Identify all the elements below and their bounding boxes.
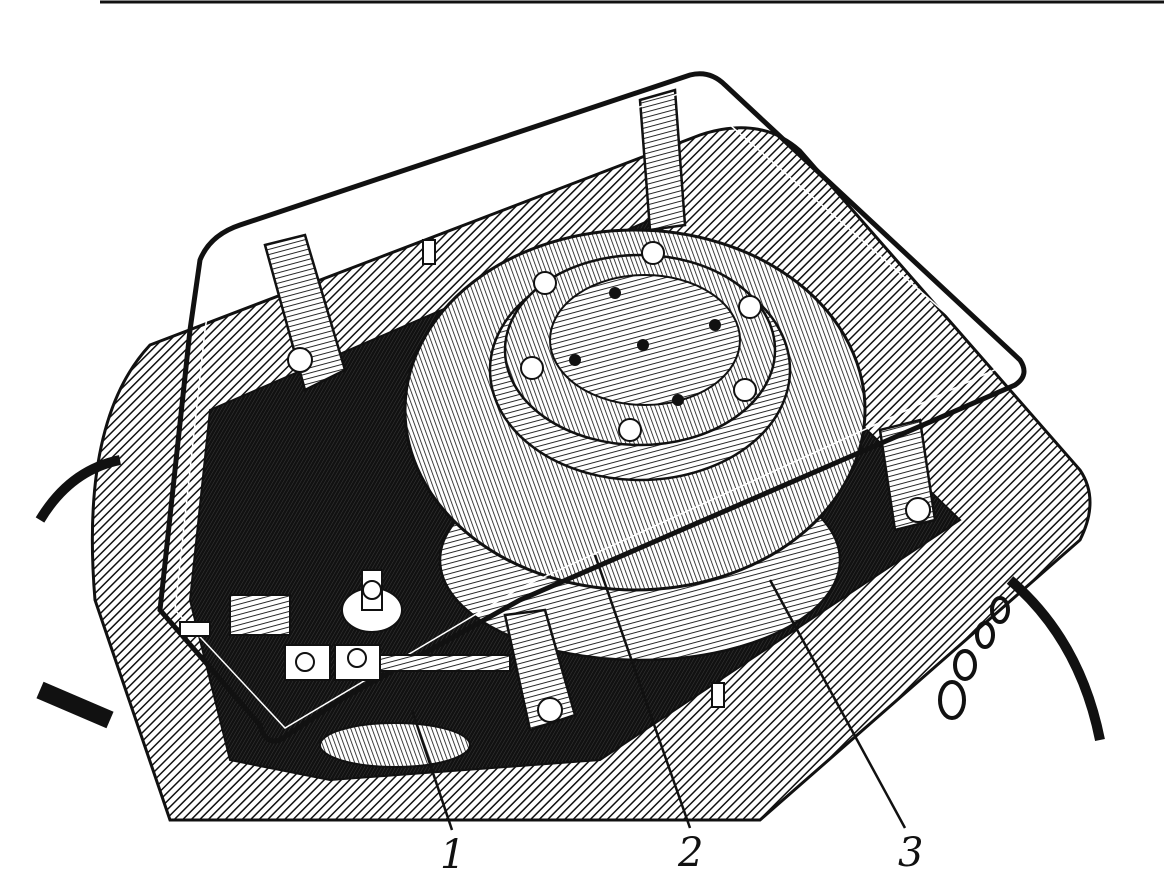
cap-bolts xyxy=(520,241,762,442)
wire-guard xyxy=(157,71,1027,744)
callout-3: 3 xyxy=(898,830,923,876)
right-cable xyxy=(1006,576,1105,741)
left-cable xyxy=(35,455,122,523)
callout-2: 2 xyxy=(677,830,703,876)
wire-guard-inner xyxy=(174,89,1007,729)
terminal-block xyxy=(179,569,511,681)
chain xyxy=(938,596,1010,720)
studs xyxy=(422,239,725,708)
bracket-bolts xyxy=(287,347,931,723)
cap-holes xyxy=(569,287,721,406)
lower-disc xyxy=(319,722,471,768)
left-pipe xyxy=(36,681,114,729)
leader-lines xyxy=(410,554,907,831)
callout-1: 1 xyxy=(440,832,465,876)
